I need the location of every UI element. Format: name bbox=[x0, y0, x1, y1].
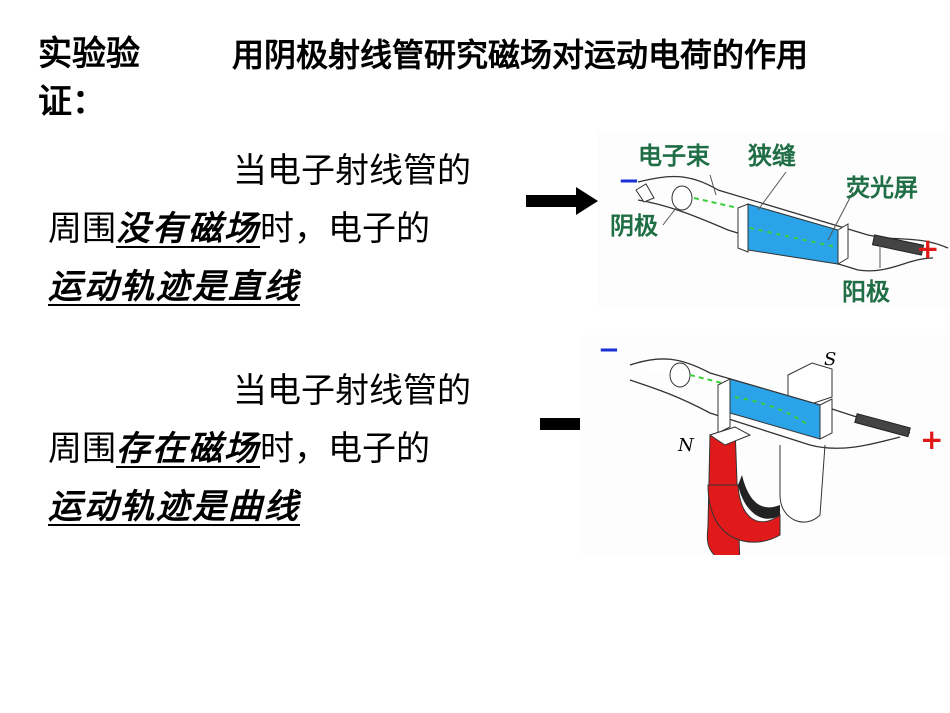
label-fluorescent-screen: 荧光屏 bbox=[846, 174, 918, 202]
minus-sign: − bbox=[598, 335, 620, 365]
label-anode: 阳极 bbox=[842, 278, 890, 306]
case1-line2: 周围没有磁场时，电子的 bbox=[48, 200, 471, 258]
label-electron-beam: 电子束 bbox=[638, 142, 710, 170]
label-cathode: 阴极 bbox=[610, 212, 658, 240]
label-slit: 狭缝 bbox=[748, 142, 796, 170]
crt-figure-no-field: 电子束 狭缝 荧光屏 阴极 阳极 − + bbox=[598, 130, 950, 308]
case1-text: 当电子射线管的 周围没有磁场时，电子的 运动轨迹是直线 bbox=[48, 142, 471, 316]
case2-prefix: 周围 bbox=[48, 429, 116, 469]
case2-suffix: 时，电子的 bbox=[260, 429, 430, 469]
crt-figure-with-magnet: − + S N bbox=[580, 335, 950, 566]
case1-line1: 当电子射线管的 bbox=[233, 151, 471, 191]
case2-line1: 当电子射线管的 bbox=[233, 371, 471, 411]
crt-tube-drawing bbox=[635, 171, 949, 272]
case1-result: 运动轨迹是直线 bbox=[48, 267, 300, 307]
case1-condition: 没有磁场 bbox=[116, 209, 260, 249]
experiment-label: 实验验证： bbox=[38, 34, 140, 122]
case2-result: 运动轨迹是曲线 bbox=[48, 487, 300, 527]
case2-condition: 存在磁场 bbox=[116, 429, 260, 469]
case1-suffix: 时，电子的 bbox=[260, 209, 430, 249]
case2-line2: 周围存在磁场时，电子的 bbox=[48, 420, 471, 478]
crt-magnet-drawing bbox=[629, 358, 911, 566]
plus-sign: + bbox=[916, 232, 940, 265]
north-pole-label: N bbox=[678, 435, 694, 456]
arrow-right-icon bbox=[526, 187, 598, 215]
case1-prefix: 周围 bbox=[48, 209, 116, 249]
case2-text: 当电子射线管的 周围存在磁场时，电子的 运动轨迹是曲线 bbox=[48, 362, 471, 536]
minus-sign: − bbox=[618, 166, 640, 196]
slide-title: 用阴极射线管研究磁场对运动电荷的作用 bbox=[232, 36, 809, 74]
plus-sign: + bbox=[920, 423, 944, 456]
south-pole-label: S bbox=[824, 349, 837, 370]
